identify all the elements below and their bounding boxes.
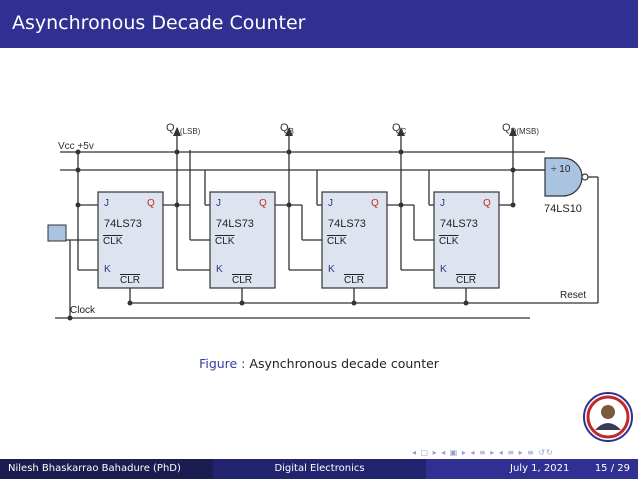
ff4-q: Q bbox=[483, 198, 491, 209]
ff1-j: J bbox=[104, 198, 109, 209]
ff1-clk: CLK bbox=[103, 236, 123, 247]
output-label-d: QD(MSB) bbox=[502, 122, 539, 136]
output-label-c: QC bbox=[392, 122, 407, 136]
slide-title: Asynchronous Decade Counter bbox=[12, 12, 306, 34]
vcc-label: Vcc +5v bbox=[58, 141, 94, 152]
slide-footer: Nilesh Bhaskarrao Bahadure (PhD) Digital… bbox=[0, 459, 638, 479]
decade-counter-circuit: QA(LSB) QB QC QD(MSB) Vcc +5v J Q 74LS73… bbox=[47, 122, 599, 321]
footer-course: Digital Electronics bbox=[213, 459, 426, 479]
ff4-chip: 74LS73 bbox=[440, 218, 478, 230]
ff2-k: K bbox=[216, 264, 223, 275]
flipflop-a bbox=[97, 191, 164, 289]
ff2-chip: 74LS73 bbox=[216, 218, 254, 230]
output-label-a: QA(LSB) bbox=[166, 122, 201, 136]
ff3-chip: 74LS73 bbox=[328, 218, 366, 230]
gate-chip-label: 74LS10 bbox=[544, 203, 582, 215]
author-logo bbox=[583, 392, 633, 442]
caption-text: Asynchronous decade counter bbox=[249, 356, 439, 371]
ff4-k: K bbox=[440, 264, 447, 275]
clock-source bbox=[47, 224, 67, 242]
ff1-q: Q bbox=[147, 198, 155, 209]
flipflop-b bbox=[209, 191, 276, 289]
ff4-clr: CLR bbox=[456, 275, 476, 286]
ff1-clr: CLR bbox=[120, 275, 140, 286]
gate-label: ÷ 10 bbox=[551, 164, 571, 175]
beamer-navigation[interactable]: ◂ ▢ ▸ ◂ ▣ ▸ ◂ ≡ ▸ ◂ ≡ ▸ ≡ ↺↻ bbox=[412, 448, 554, 457]
footer-date: July 1, 2021 bbox=[510, 463, 570, 474]
figure-caption: Figure : Asynchronous decade counter bbox=[0, 356, 638, 371]
slide-title-bar: Asynchronous Decade Counter bbox=[0, 0, 638, 48]
ff1-k: K bbox=[104, 264, 111, 275]
output-label-b: QB bbox=[280, 122, 294, 136]
ff3-q: Q bbox=[371, 198, 379, 209]
ff3-j: J bbox=[328, 198, 333, 209]
flipflop-d bbox=[433, 191, 500, 289]
flipflop-c bbox=[321, 191, 388, 289]
footer-page: 15 / 29 bbox=[594, 463, 630, 474]
footer-author: Nilesh Bhaskarrao Bahadure (PhD) bbox=[8, 463, 181, 474]
caption-label: Figure : bbox=[199, 356, 246, 371]
ff3-clr: CLR bbox=[344, 275, 364, 286]
ff1-chip: 74LS73 bbox=[104, 218, 142, 230]
ff2-clr: CLR bbox=[232, 275, 252, 286]
clock-label: Clock bbox=[70, 305, 96, 316]
ff2-j: J bbox=[216, 198, 221, 209]
ff4-clk: CLK bbox=[439, 236, 459, 247]
ff3-clk: CLK bbox=[327, 236, 347, 247]
ff4-j: J bbox=[440, 198, 445, 209]
ff3-k: K bbox=[328, 264, 335, 275]
footer-author-block: Nilesh Bhaskarrao Bahadure (PhD) bbox=[0, 459, 213, 479]
reset-label: Reset bbox=[560, 290, 586, 301]
footer-date-page: July 1, 2021 15 / 29 bbox=[426, 459, 638, 479]
ff2-q: Q bbox=[259, 198, 267, 209]
ff2-clk: CLK bbox=[215, 236, 235, 247]
